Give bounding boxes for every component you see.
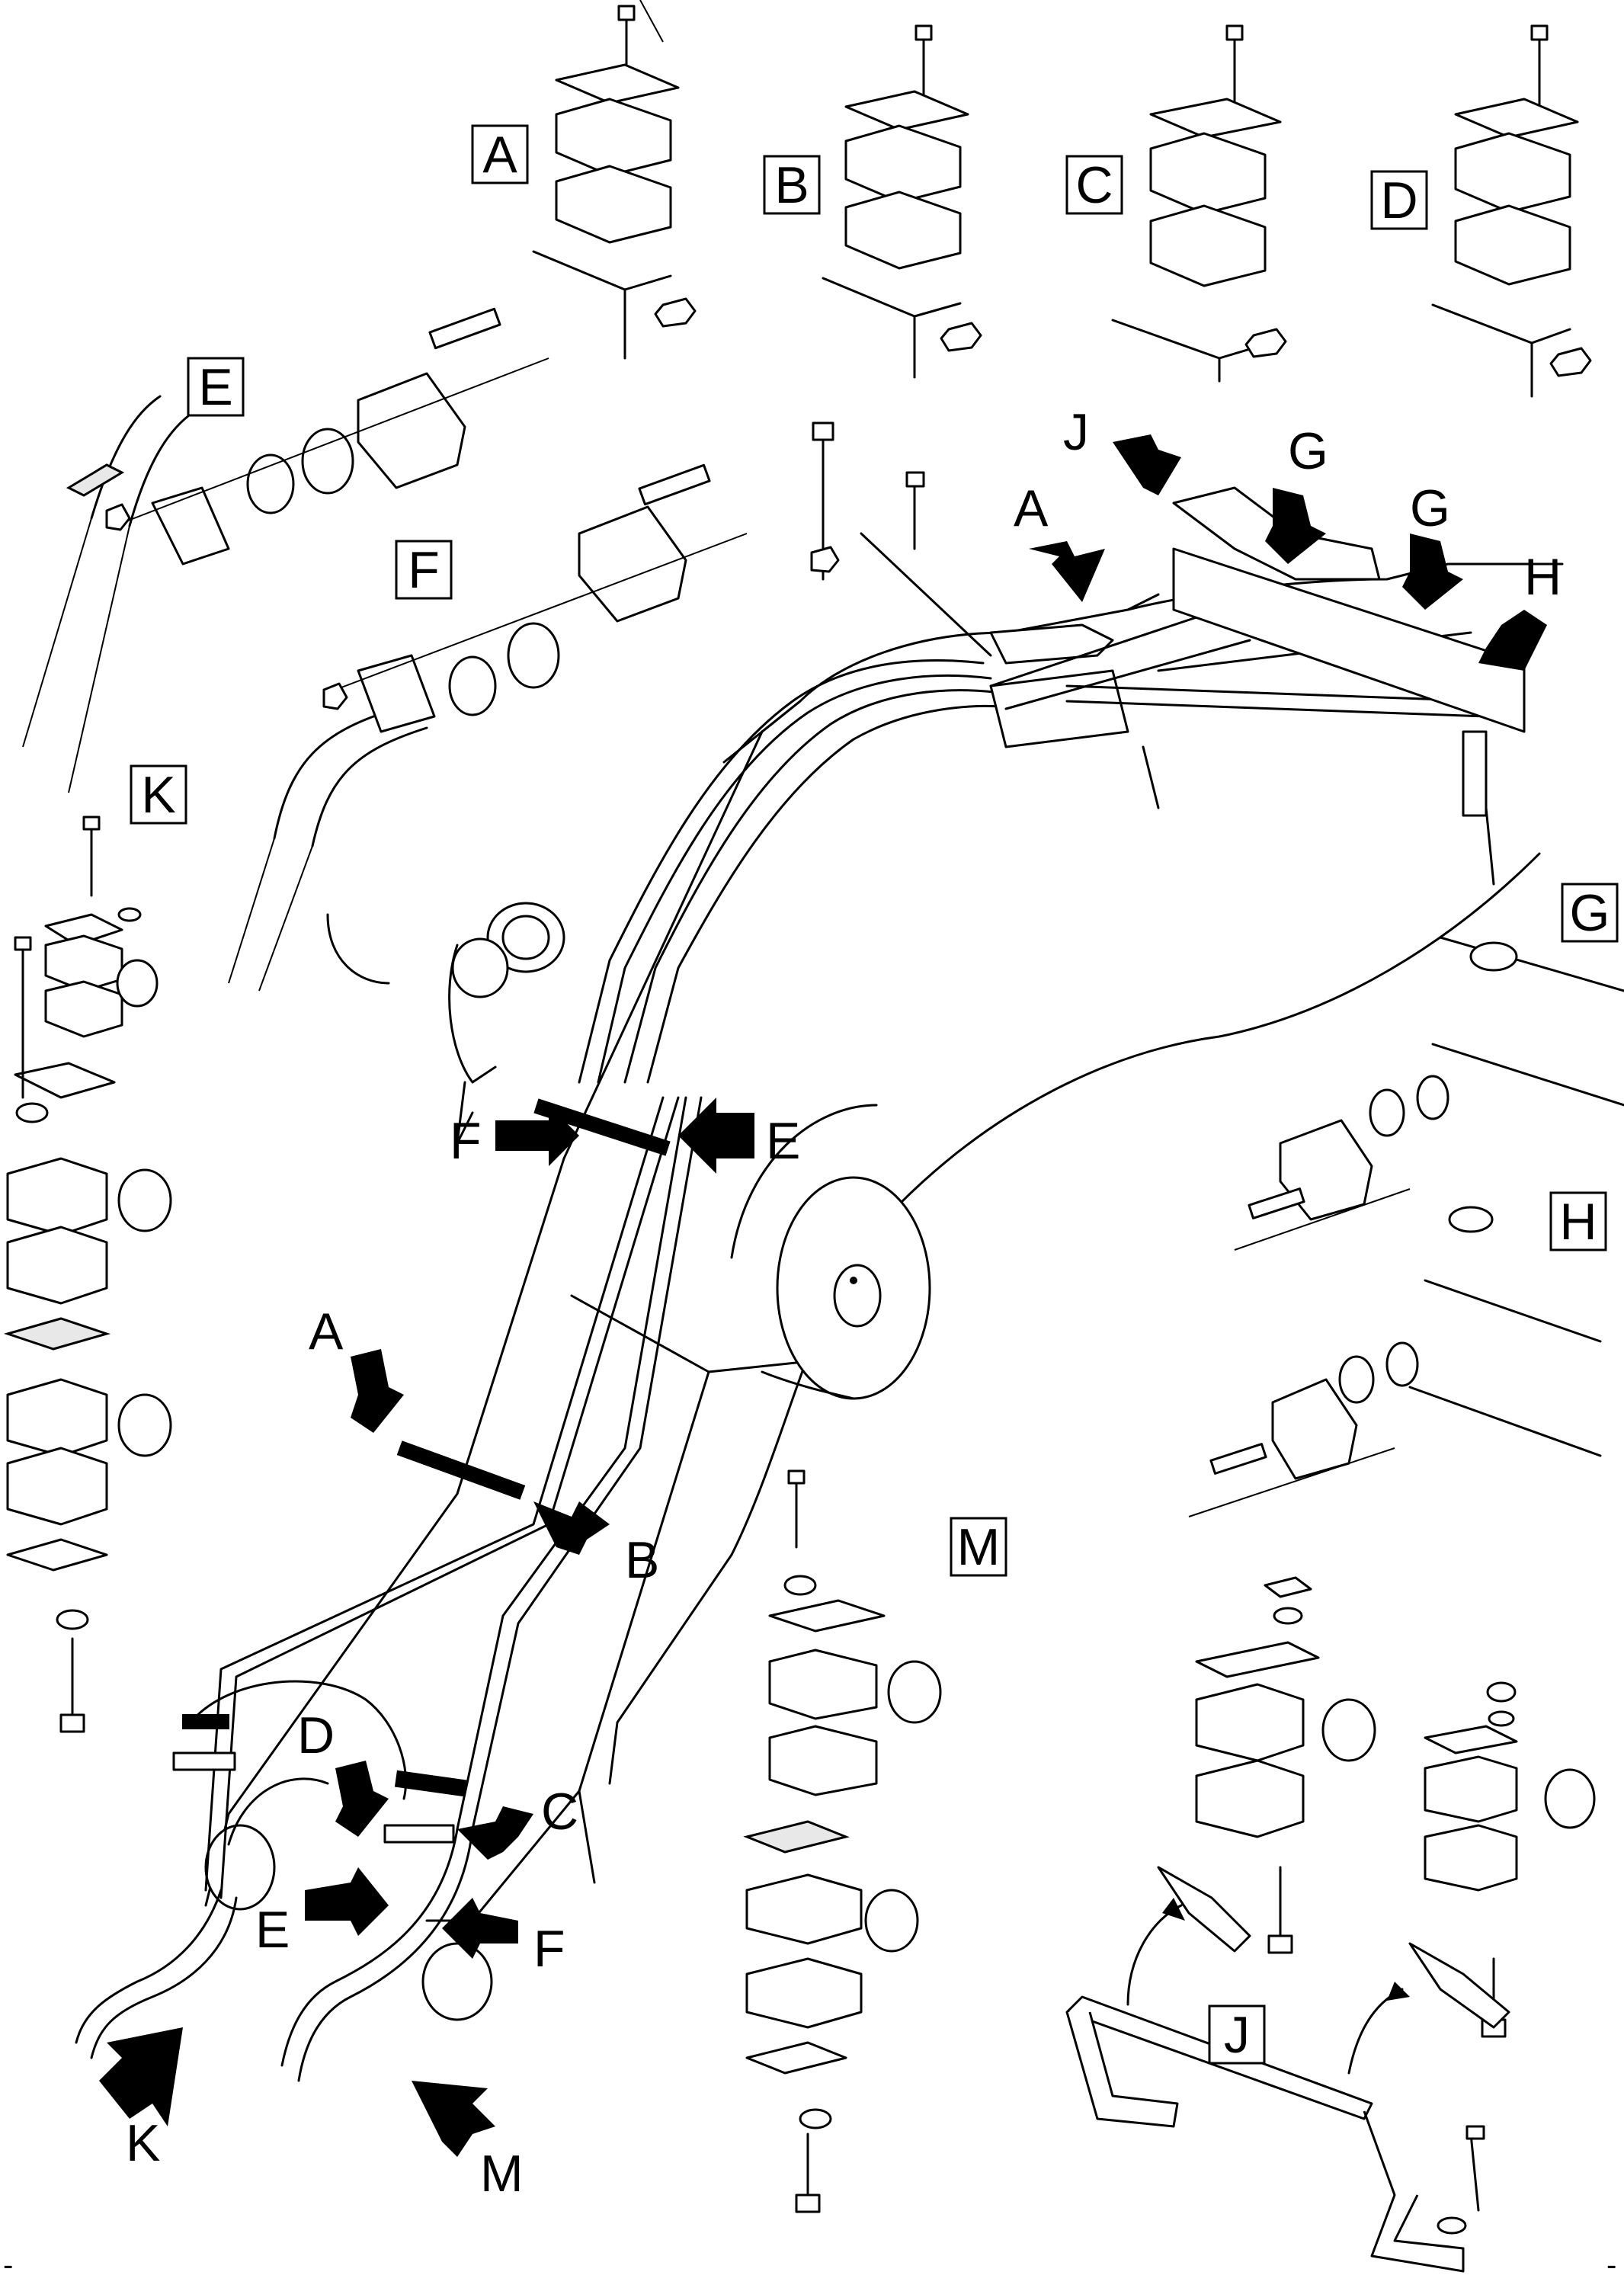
boom-clamps	[172, 1098, 671, 1844]
callout-mid-e: E	[766, 1112, 800, 1170]
detail-label-h: H	[1559, 1193, 1597, 1251]
callout-low-b: B	[625, 1531, 659, 1589]
box-m	[950, 1517, 1007, 1577]
callout-bot-d: D	[297, 1706, 335, 1764]
arrow-top-h	[1478, 610, 1547, 671]
page-mark-left: -	[3, 2248, 13, 2282]
clamp-stack-m	[743, 1469, 942, 2213]
box-h	[1549, 1191, 1607, 1251]
flange-detail-f	[228, 463, 748, 992]
arrow-low-a	[351, 1349, 404, 1433]
detail-label-a: A	[482, 126, 517, 184]
callout-arrows	[99, 434, 1547, 2157]
clamp-detail-c	[1111, 24, 1287, 383]
detail-label-c: C	[1075, 156, 1113, 214]
arrow-bot-e	[305, 1867, 389, 1936]
callout-top-a: A	[1014, 479, 1049, 537]
arrow-mid-f	[495, 1105, 579, 1166]
callout-top-g1: G	[1288, 422, 1328, 480]
detail-box-labels: A B C D E F K G H M J	[130, 124, 1619, 2065]
arrow-top-j	[1113, 434, 1181, 495]
clamp-detail-b	[822, 24, 982, 379]
arrow-bot-c	[457, 1806, 533, 1860]
boom-structure	[189, 562, 1564, 2021]
box-g	[1561, 883, 1619, 943]
arrow-top-g1	[1265, 488, 1326, 564]
detail-label-g: G	[1570, 884, 1610, 942]
clamp-detail-d	[1431, 24, 1592, 398]
callout-top-h: H	[1524, 548, 1562, 606]
detail-label-e: E	[198, 358, 232, 416]
page-mark-right: -	[1606, 2248, 1616, 2282]
box-a	[471, 124, 529, 184]
arrow-bot-d	[335, 1761, 389, 1837]
arrow-bot-k	[99, 2027, 183, 2126]
bracket-detail-j	[1065, 1576, 1596, 2273]
box-k	[130, 764, 187, 825]
callout-bot-f: F	[533, 1920, 565, 1978]
arrow-top-a	[1029, 541, 1105, 602]
callout-bot-k: K	[126, 2114, 160, 2172]
clamp-stack-k	[3, 816, 172, 1733]
callout-bot-m: M	[480, 2145, 524, 2203]
box-f	[395, 540, 453, 600]
flange-detail-h	[1188, 1206, 1602, 1517]
arrow-low-b	[533, 1501, 610, 1555]
callout-letters: A J G G H F E A B D C E F K M	[126, 403, 1562, 2203]
callout-mid-f: F	[450, 1112, 482, 1170]
detail-label-f: F	[408, 541, 440, 599]
box-b	[763, 155, 821, 215]
flange-detail-g	[1234, 936, 1624, 1251]
box-d	[1370, 170, 1428, 230]
callout-bot-e: E	[255, 1901, 290, 1959]
arrow-bot-f	[442, 1898, 518, 1959]
arrow-bot-m	[412, 2081, 495, 2157]
detail-label-b: B	[774, 156, 809, 214]
detail-label-j: J	[1224, 2006, 1250, 2064]
detail-label-m: M	[957, 1518, 1001, 1576]
clamp-detail-a	[532, 0, 697, 360]
callout-top-j: J	[1063, 403, 1089, 461]
detail-label-d: D	[1380, 171, 1417, 229]
arrow-mid-e	[678, 1098, 754, 1174]
callout-top-g2: G	[1410, 479, 1450, 537]
box-j	[1208, 2004, 1266, 2065]
box-e	[187, 357, 245, 417]
arrow-top-g2	[1402, 534, 1463, 610]
flange-detail-e	[22, 307, 549, 793]
callout-bot-c: C	[541, 1783, 578, 1841]
box-c	[1065, 155, 1123, 215]
callout-low-a: A	[309, 1303, 344, 1360]
detail-label-k: K	[141, 766, 175, 824]
